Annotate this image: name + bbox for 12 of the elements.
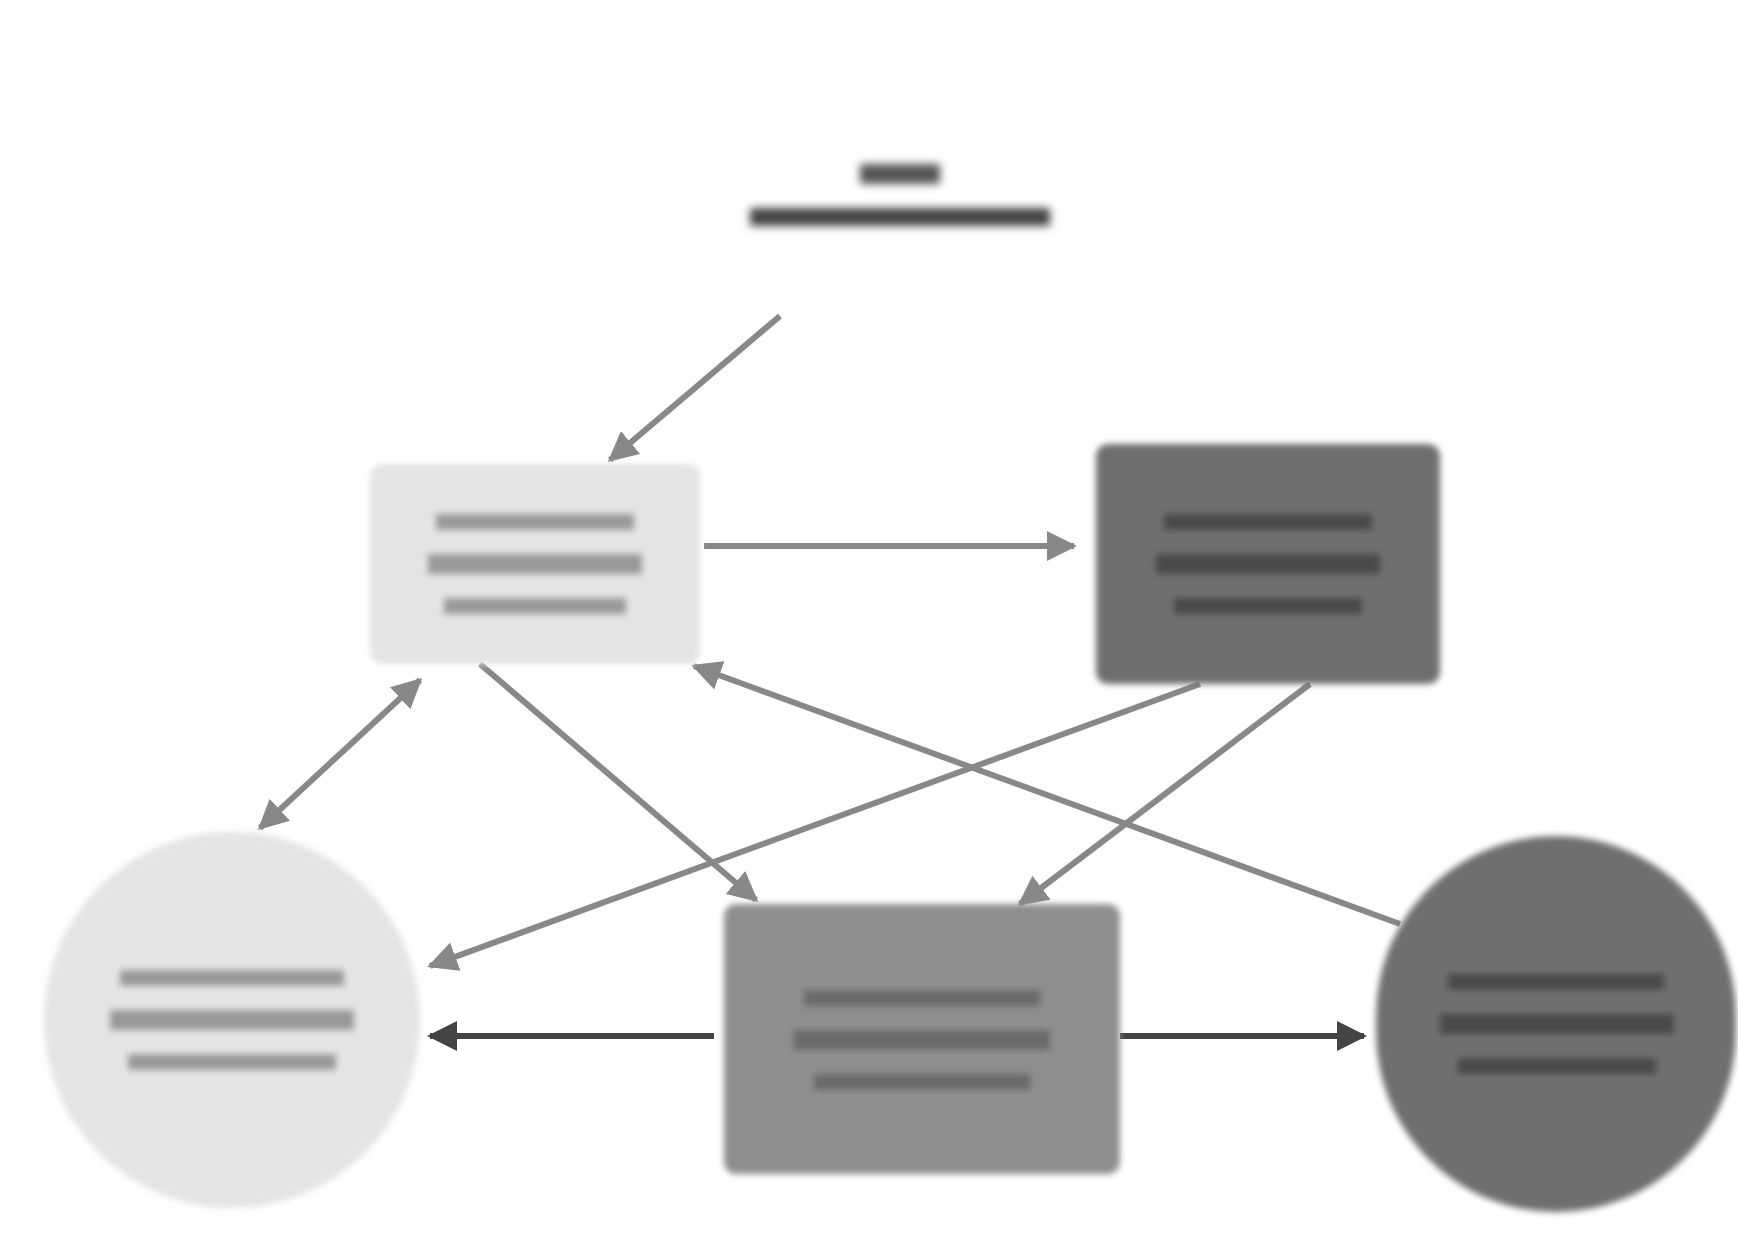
- arrow: [1017, 681, 1312, 907]
- arrow: [427, 1021, 714, 1051]
- arrow: [607, 313, 782, 463]
- arrow: [691, 661, 1402, 927]
- arrow: [257, 677, 423, 831]
- arrow: [704, 531, 1077, 561]
- arrow: [1120, 1021, 1367, 1051]
- arrow: [478, 661, 759, 903]
- blurred-box: [1096, 444, 1440, 684]
- blurred-box: [724, 904, 1120, 1174]
- blurred-box: [370, 464, 700, 664]
- arrow: [427, 681, 1202, 971]
